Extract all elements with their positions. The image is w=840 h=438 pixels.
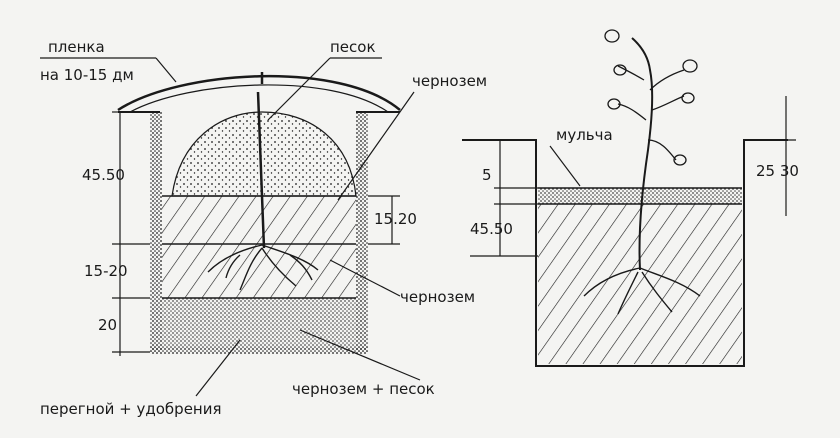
label-sand: песок — [330, 38, 376, 56]
dimension-marks-left — [112, 111, 400, 356]
right-planting-pit — [462, 29, 796, 367]
plant-stem — [631, 37, 654, 271]
sand-mound — [171, 111, 357, 197]
film-cover-inner — [129, 84, 389, 113]
cutting-stem — [256, 72, 266, 249]
dim-bottom: 20 — [98, 316, 117, 334]
label-film-height: на 10-15 дм — [40, 66, 134, 84]
label-film: пленка — [48, 38, 105, 56]
dim-mulch-thickness: 5 — [482, 166, 492, 184]
label-chernozem-mid: чернозем — [400, 288, 475, 306]
pit-wall-right — [356, 112, 368, 352]
label-chernozem-sand: чернозем + песок — [292, 380, 435, 398]
label-chernozem-top: чернозем — [412, 72, 487, 90]
dimension-marks-right — [470, 96, 796, 257]
layer-chernozem-upper — [162, 196, 356, 244]
dim-below-ground: 25 30 — [756, 162, 799, 180]
layer-chernozem — [162, 244, 356, 298]
dim-layer-left: 15-20 — [84, 262, 128, 280]
pit-wall-left — [150, 112, 162, 352]
leader-lines-left — [40, 57, 421, 397]
film-cover — [117, 75, 401, 112]
label-mulch: мульча — [556, 126, 613, 144]
layer-humus — [162, 298, 356, 346]
left-planting-pit — [40, 57, 421, 397]
roots-right — [583, 267, 701, 315]
dim-layer-right: 15.20 — [374, 210, 417, 228]
dim-depth-right: 45.50 — [470, 220, 513, 238]
leader-lines-right — [549, 145, 581, 187]
roots-left — [207, 244, 319, 291]
layer-mulch — [538, 188, 742, 204]
plant-leaves — [604, 29, 698, 166]
pit-bottom — [150, 346, 368, 354]
label-humus-fertilizer: перегной + удобрения — [40, 400, 222, 418]
dim-depth-total: 45.50 — [82, 166, 125, 184]
